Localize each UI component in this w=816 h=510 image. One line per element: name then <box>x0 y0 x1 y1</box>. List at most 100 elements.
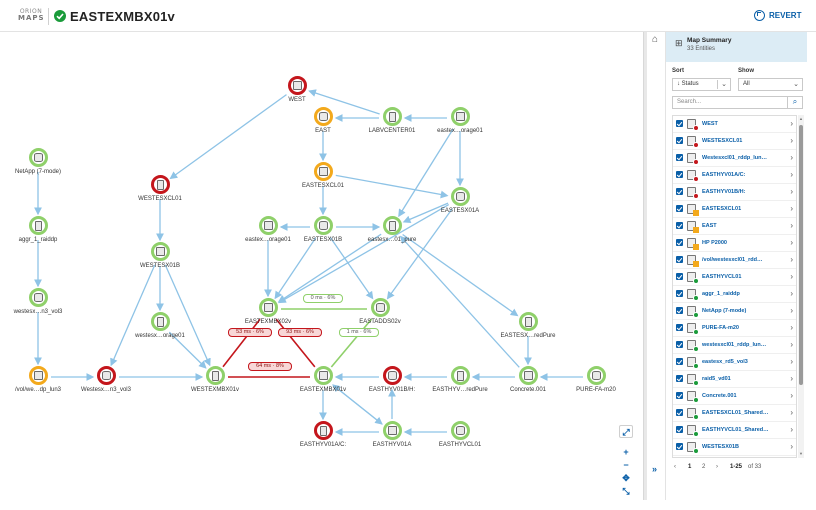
entity-name[interactable]: EASTHYV01B/H: <box>702 189 746 195</box>
chevron-right-icon[interactable]: › <box>790 425 793 434</box>
chevron-right-icon[interactable]: › <box>790 136 793 145</box>
latency-badge[interactable]: 53 ms · 6% <box>228 328 272 337</box>
map-node-westvol3[interactable]: westesx…n3_vol3 <box>8 288 68 315</box>
chevron-right-icon[interactable]: › <box>790 204 793 213</box>
connection-line[interactable] <box>402 233 519 317</box>
chevron-right-icon[interactable]: › <box>790 357 793 366</box>
chevron-right-icon[interactable]: › <box>790 408 793 417</box>
connection-line[interactable] <box>277 233 382 303</box>
map-node-easthyvred[interactable]: EASTHYV…redPure <box>430 366 490 393</box>
map-node-westesxst[interactable]: westesx…orage01 <box>130 312 190 339</box>
row-checkbox[interactable] <box>676 154 683 161</box>
chevron-right-icon[interactable]: › <box>790 323 793 332</box>
fit-to-screen-button[interactable]: ⤢ <box>619 425 633 438</box>
map-node-eastexmbx01[interactable]: EASTEXMBX01v <box>293 366 353 393</box>
row-checkbox[interactable] <box>676 120 683 127</box>
revert-button[interactable]: REVERT <box>754 10 801 21</box>
collapse-map-button[interactable]: ⤡ <box>622 486 630 496</box>
map-node-concrete[interactable]: Concrete.001 <box>498 366 558 393</box>
entity-name[interactable]: eastesx_rd5_vol3 <box>702 359 748 365</box>
entity-name[interactable]: EAST <box>702 223 717 229</box>
entity-list-item[interactable]: WEST› <box>673 116 796 133</box>
chevron-right-icon[interactable]: › <box>790 238 793 247</box>
next-page-button[interactable]: › <box>716 464 718 470</box>
zoom-in-button[interactable]: + <box>623 447 629 457</box>
entity-list-item[interactable]: EASTESXCL01_Shared… › <box>673 405 796 422</box>
entity-list-item[interactable]: eastesx_rd5_vol3 › <box>673 354 796 371</box>
entity-name[interactable]: PURE-FA-m20 <box>702 325 739 331</box>
connection-line[interactable] <box>329 237 374 300</box>
entity-name[interactable]: EASTESXCL01_Shared… <box>702 410 769 416</box>
page-1-button[interactable]: 1 <box>688 464 692 470</box>
map-node-eastexpure[interactable]: eastesx…01_pure <box>362 216 422 243</box>
center-map-button[interactable]: ✥ <box>622 473 630 483</box>
entity-name[interactable]: Westesxcl01_rddp_lun… <box>702 155 768 161</box>
map-node-eastexstor[interactable]: eastex…orage01 <box>430 107 490 134</box>
row-checkbox[interactable] <box>676 205 683 212</box>
entity-name[interactable]: EASTHYVCL01_Shared… <box>702 427 769 433</box>
entity-list-item[interactable]: EASTHYVCL01› <box>673 269 796 286</box>
search-input[interactable]: Search... ⌕ <box>672 96 803 109</box>
latency-badge[interactable]: 1 ms · 6% <box>339 328 379 337</box>
panel-splitter[interactable] <box>643 32 647 500</box>
chevron-right-icon[interactable]: › <box>790 391 793 400</box>
map-node-westesxcl[interactable]: WESTESXCL01 <box>130 175 190 202</box>
map-node-eastesx01b[interactable]: EASTESX01B <box>293 216 353 243</box>
sort-select[interactable]: ↓ Status ⌄ <box>672 78 731 91</box>
connection-line[interactable] <box>274 237 317 300</box>
map-node-easthyv01a[interactable]: EASTHYV01A <box>362 421 422 448</box>
row-checkbox[interactable] <box>676 273 683 280</box>
map-node-easthyv01b[interactable]: EASTHYV01B/H: <box>362 366 422 393</box>
row-checkbox[interactable] <box>676 188 683 195</box>
row-checkbox[interactable] <box>676 341 683 348</box>
entity-list-item[interactable]: EASTHYV01A/C: › <box>673 167 796 184</box>
entity-list[interactable]: WEST›WESTESXCL01›Westesxcl01_rddp_lun…›E… <box>672 115 797 458</box>
expand-panel-icon[interactable]: » <box>652 464 658 474</box>
chevron-right-icon[interactable]: › <box>790 170 793 179</box>
row-checkbox[interactable] <box>676 137 683 144</box>
entity-name[interactable]: Concrete.001 <box>702 393 737 399</box>
list-scrollbar[interactable]: ▲ ▼ <box>798 115 804 458</box>
connection-line[interactable] <box>332 384 383 425</box>
map-node-westesx01b[interactable]: WESTESX01B <box>130 242 190 269</box>
row-checkbox[interactable] <box>676 358 683 365</box>
entity-list-item[interactable]: WESTESX01B› <box>673 439 796 456</box>
row-checkbox[interactable] <box>676 392 683 399</box>
entity-list-item[interactable]: NetApp (7-mode)› <box>673 303 796 320</box>
row-checkbox[interactable] <box>676 171 683 178</box>
entity-name[interactable]: HP P2000 <box>702 240 727 246</box>
map-node-purefa[interactable]: PURE-FA-m20 <box>566 366 626 393</box>
entity-name[interactable]: EASTHYV01A/C: <box>702 172 746 178</box>
chevron-right-icon[interactable]: › <box>790 272 793 281</box>
entity-name[interactable]: WESTESX01B <box>702 444 739 450</box>
entity-name[interactable]: EASTESXCL01 <box>702 206 742 212</box>
connection-line[interactable] <box>222 318 261 368</box>
entity-list-item[interactable]: EASTESXCL01 › <box>673 201 796 218</box>
chevron-right-icon[interactable]: › <box>790 289 793 298</box>
row-checkbox[interactable] <box>676 239 683 246</box>
zoom-out-button[interactable]: − <box>623 460 629 470</box>
entity-name[interactable]: aggr_1_raiddp <box>702 291 740 297</box>
connection-line[interactable] <box>275 318 316 368</box>
chevron-right-icon[interactable]: › <box>790 221 793 230</box>
row-checkbox[interactable] <box>676 409 683 416</box>
entity-list-item[interactable]: Concrete.001 › <box>673 388 796 405</box>
entity-list-item[interactable]: westesxcl01_rddp_lun…› <box>673 337 796 354</box>
page-2-button[interactable]: 2 <box>702 464 706 470</box>
row-checkbox[interactable] <box>676 290 683 297</box>
entity-list-item[interactable]: aggr_1_raiddp › <box>673 286 796 303</box>
map-node-eastesx01a[interactable]: EASTESX01A <box>430 187 490 214</box>
connection-line[interactable] <box>398 128 454 218</box>
scrollbar-thumb[interactable] <box>799 125 803 385</box>
scroll-down-icon[interactable]: ▼ <box>799 451 803 456</box>
entity-list-item[interactable]: raid5_vd01› <box>673 371 796 388</box>
chevron-right-icon[interactable]: › <box>790 187 793 196</box>
entity-name[interactable]: raid5_vd01 <box>702 376 731 382</box>
entity-list-item[interactable]: WESTESXCL01 › <box>673 133 796 150</box>
map-node-aggr[interactable]: aggr_1_raiddp <box>8 216 68 243</box>
home-icon[interactable]: ⌂ <box>652 34 659 45</box>
row-checkbox[interactable] <box>676 375 683 382</box>
map-node-west[interactable]: WEST <box>267 76 327 103</box>
entity-name[interactable]: WESTESXCL01 <box>702 138 743 144</box>
connection-line[interactable] <box>402 202 449 223</box>
